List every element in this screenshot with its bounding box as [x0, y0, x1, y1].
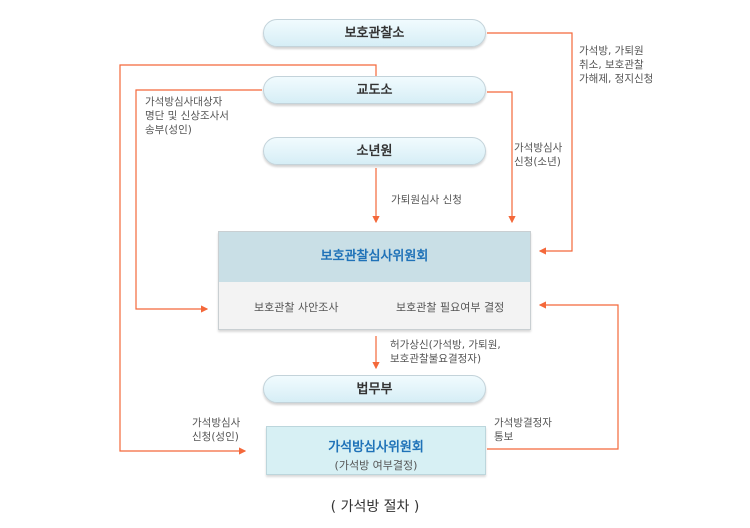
- parole-committee-title: 가석방심사위원회: [328, 440, 424, 455]
- label-line: 가석방, 가퇴원: [579, 45, 644, 57]
- label-adult-parole-request: 가석방심사 신청(성인): [192, 416, 240, 444]
- edge-parole-notice: [487, 301, 619, 450]
- edge-prison-juvenile-request: [487, 91, 516, 224]
- node-parole-committee: 가석방심사위원회 (가석방 여부결정): [266, 426, 486, 475]
- diagram-caption: ( 가석방 절차 ): [330, 499, 420, 515]
- edge-prison-to-committee: [135, 89, 262, 313]
- label-line: 신청(소년): [514, 156, 561, 168]
- label-line: 신청(성인): [192, 431, 239, 443]
- label-committee-to-ministry: 허가상신(가석방, 가퇴원, 보호관찰불요결정자): [390, 338, 501, 366]
- label-line: 가석방심사: [514, 142, 563, 154]
- parole-committee-subtitle: (가석방 여부결정): [334, 459, 418, 472]
- probation-committee-title: 보호관찰심사위원회: [219, 232, 530, 282]
- label-line: 취소, 보호관찰: [579, 59, 644, 71]
- label-juvenile-request: 가퇴원심사 신청: [391, 194, 462, 206]
- label-line: 명단 및 신상조사서: [145, 110, 229, 122]
- node-probation-committee: 보호관찰심사위원회 보호관찰 사안조사 보호관찰 필요여부 결정: [218, 231, 531, 330]
- node-juvenile-center: 소년원: [263, 137, 486, 165]
- label-line: 가석방심사: [192, 417, 241, 429]
- label-prison-to-committee: 가석방심사대상자 명단 및 신상조사서 송부(성인): [145, 95, 229, 137]
- edge-prison-adult-request: [119, 64, 377, 455]
- label-probation-to-committee: 가석방, 가퇴원 취소, 보호관찰 가해제, 정지신청: [579, 44, 653, 86]
- label-line: 통보: [494, 431, 514, 443]
- label-juvenile-parole-request: 가석방심사 신청(소년): [514, 141, 562, 169]
- probation-committee-task1: 보호관찰 사안조사: [254, 301, 339, 314]
- edge-probation-to-committee: [487, 32, 573, 255]
- label-line: 가석방결정자: [494, 417, 552, 429]
- label-parole-notice: 가석방결정자 통보: [494, 416, 552, 444]
- label-line: 가해제, 정지신청: [579, 73, 654, 85]
- node-prison: 교도소: [263, 76, 486, 104]
- node-probation-office: 보호관찰소: [263, 19, 486, 47]
- label-line: 가석방심사대상자: [145, 96, 223, 108]
- label-line: 허가상신(가석방, 가퇴원,: [390, 339, 501, 351]
- node-ministry: 법무부: [263, 375, 486, 403]
- label-line: 보호관찰불요결정자): [390, 353, 482, 365]
- probation-committee-task2: 보호관찰 필요여부 결정: [396, 301, 505, 314]
- label-line: 송부(성인): [145, 124, 192, 136]
